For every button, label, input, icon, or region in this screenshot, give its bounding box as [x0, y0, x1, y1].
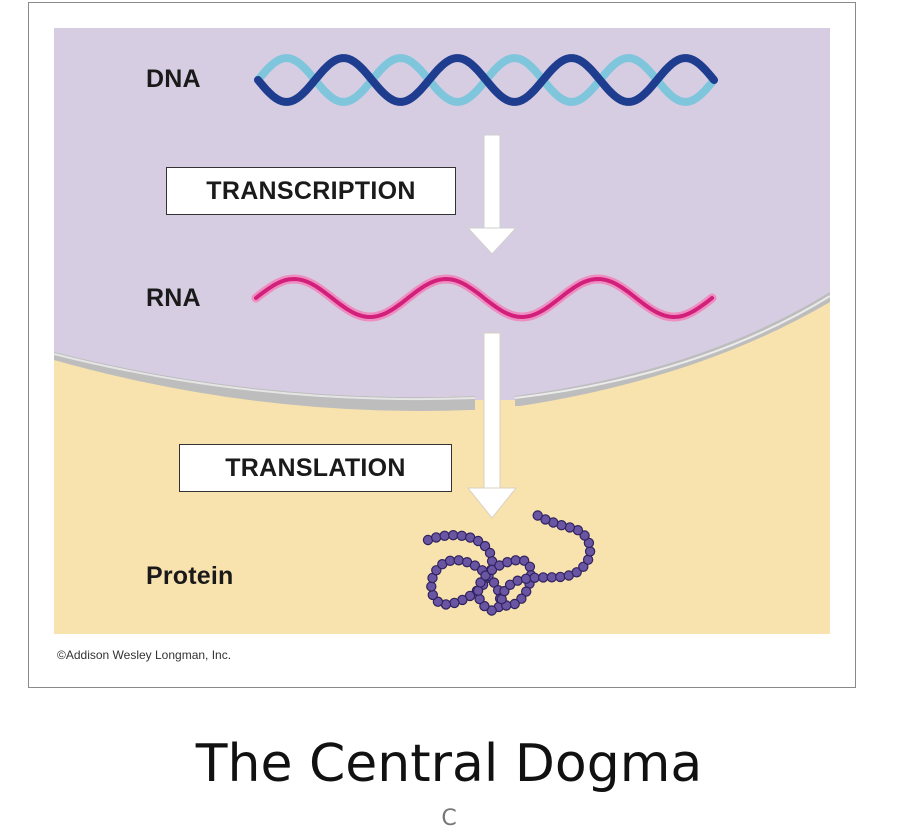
amino-acid-bead [432, 596, 444, 607]
amino-acid-bead [472, 535, 484, 547]
amino-acid-bead [453, 555, 464, 566]
central-dogma-diagram [53, 28, 831, 634]
amino-acid-bead [571, 567, 582, 578]
amino-acid-bead [521, 586, 532, 597]
amino-acid-bead [499, 585, 510, 597]
amino-acid-bead [448, 530, 459, 541]
rna-strand [251, 274, 717, 322]
amino-acid-bead [479, 600, 490, 612]
amino-acid-bead [484, 547, 496, 559]
amino-acid-bead [532, 510, 543, 521]
dna-helix [254, 54, 718, 106]
slide-title: The Central Dogma [195, 734, 703, 794]
amino-acid-bead [449, 597, 460, 609]
copyright-credit: ©Addison Wesley Longman, Inc. [57, 648, 232, 662]
amino-acid-bead [426, 581, 437, 592]
amino-acid-bead [516, 593, 527, 604]
amino-acid-bead [502, 557, 513, 568]
dna-label: DNA [146, 65, 201, 93]
amino-acid-bead [524, 561, 536, 573]
amino-acid-bead [480, 570, 491, 581]
amino-acid-bead [479, 540, 491, 552]
transcription-arrow [466, 134, 518, 255]
amino-acid-bead [538, 572, 549, 583]
dna-strand-dark [254, 54, 718, 106]
rna-label: RNA [146, 284, 201, 312]
translation-box: TRANSLATION [179, 444, 452, 492]
amino-acid-bead [456, 530, 467, 542]
amino-acid-bead [486, 564, 498, 576]
amino-acid-bead [546, 572, 558, 583]
amino-acid-bead [529, 572, 540, 584]
amino-acid-bead [469, 560, 481, 571]
amino-acid-bead [555, 571, 566, 583]
amino-acid-bead [512, 575, 523, 586]
transcription-box: TRANSCRIPTION [166, 167, 456, 215]
nuclear-envelope-left [54, 350, 475, 411]
amino-acid-bead [520, 573, 532, 585]
rna-ribbon-front [254, 276, 714, 320]
protein-label: Protein [146, 562, 234, 590]
translation-arrow [466, 332, 518, 519]
amino-acid-bead [475, 577, 486, 588]
amino-acid-bead [439, 530, 450, 542]
amino-acid-bead [427, 589, 438, 601]
amino-acid-bead [444, 555, 456, 567]
amino-acid-bead [431, 532, 442, 543]
amino-acid-bead [509, 598, 520, 610]
amino-acid-bead [510, 555, 521, 566]
amino-acid-bead [582, 554, 594, 565]
amino-acid-bead [431, 565, 442, 576]
slide-subtitle: C [441, 806, 457, 831]
protein-chain [422, 510, 596, 616]
amino-acid-bead [474, 593, 485, 605]
amino-acid-bead [584, 546, 596, 557]
amino-acid-bead [579, 530, 590, 541]
amino-acid-bead [578, 561, 589, 573]
